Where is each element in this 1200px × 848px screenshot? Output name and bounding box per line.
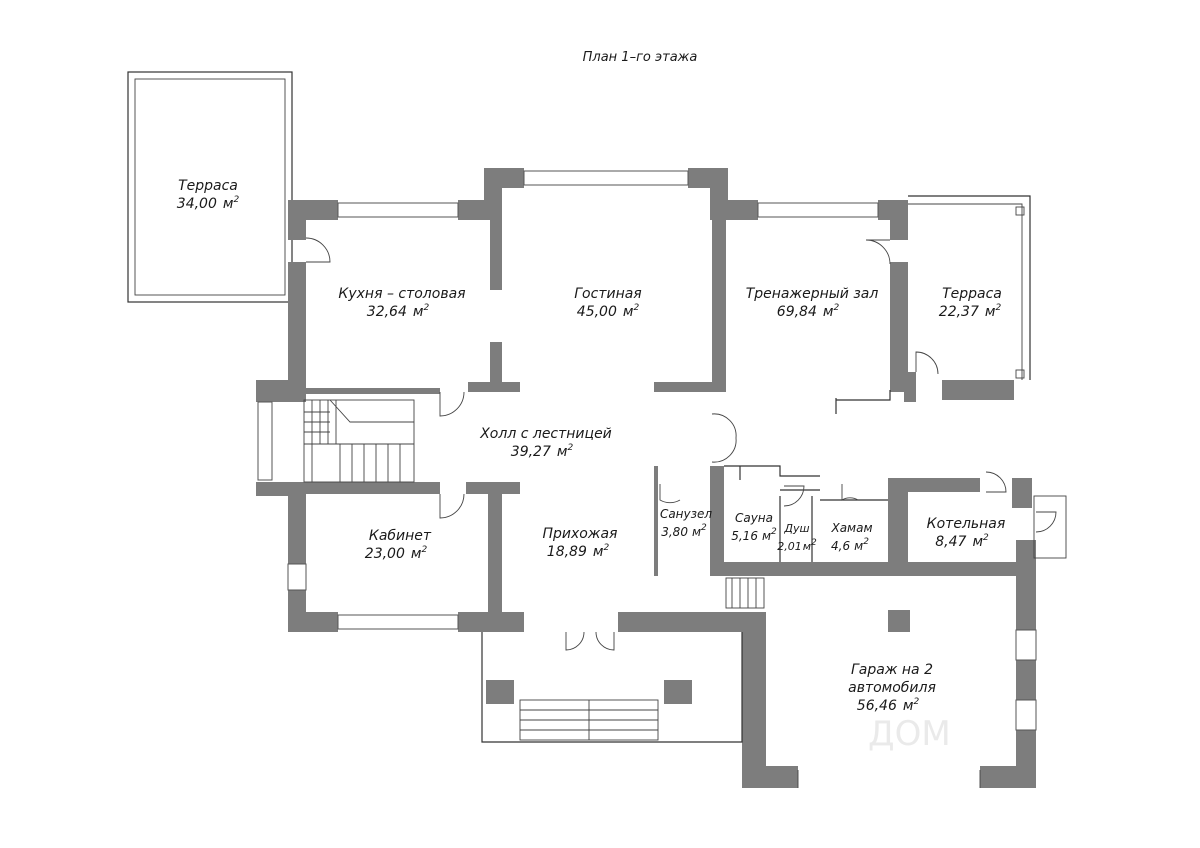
staircase — [303, 399, 415, 483]
svg-text:Котельная: Котельная — [927, 516, 1006, 532]
svg-text:Хамам: Хамам — [830, 521, 872, 535]
svg-text:Душ: Душ — [783, 522, 809, 535]
garage-steps — [725, 577, 981, 788]
watermark: ДОМ — [868, 714, 951, 754]
svg-text:Гостиная: Гостиная — [574, 286, 641, 302]
svg-text:Холл с лестницей: Холл с лестницей — [479, 426, 612, 442]
plan-title: План 1–го этажа — [583, 50, 698, 65]
svg-text:Прихожая: Прихожая — [543, 526, 618, 542]
porch — [481, 632, 743, 743]
svg-text:Терраса: Терраса — [942, 286, 1002, 302]
svg-text:Кухня – столовая: Кухня – столовая — [338, 286, 465, 302]
svg-text:Кабинет: Кабинет — [369, 528, 432, 544]
svg-text:Тренажерный зал: Тренажерный зал — [746, 286, 879, 302]
svg-text:автомобиля: автомобиля — [848, 680, 936, 696]
doors — [305, 237, 1057, 651]
svg-text:2,01м2: 2,01м2 — [777, 538, 817, 553]
svg-text:Гараж на 2: Гараж на 2 — [851, 662, 933, 678]
room-label-shower: Душ 2,01м2 — [777, 522, 817, 553]
walls — [256, 168, 1036, 788]
terrace-left — [127, 71, 293, 303]
svg-text:Санузел: Санузел — [660, 507, 712, 521]
windows — [257, 170, 1037, 731]
svg-text:Терраса: Терраса — [178, 178, 238, 194]
side-entry — [1033, 495, 1067, 559]
svg-text:4,6м2: 4,6м2 — [831, 537, 869, 553]
svg-text:Сауна: Сауна — [735, 511, 773, 525]
svg-text:ДОМ: ДОМ — [868, 714, 951, 754]
